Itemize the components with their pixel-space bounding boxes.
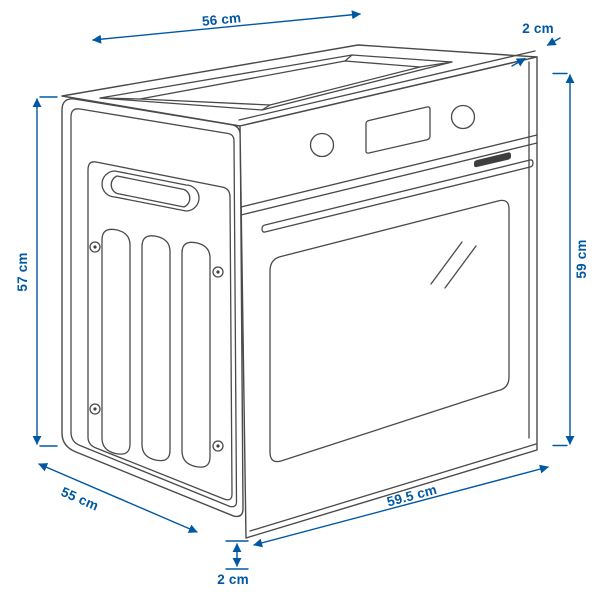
- door-top-rim-line: [238, 50, 536, 121]
- recess-edge: [99, 97, 141, 100]
- dimension-top-width: 56 cm: [92, 10, 361, 44]
- oven-top-face: [61, 44, 538, 127]
- screw-head-dot: [93, 407, 97, 411]
- oven-front-face: [239, 56, 538, 539]
- reflection-line: [444, 245, 477, 289]
- recess-edge: [419, 61, 453, 68]
- dimension-label-top-width: 56 cm: [201, 10, 242, 29]
- dimension-front-height: 59 cm: [552, 72, 589, 447]
- side-rib: [141, 235, 171, 462]
- screw-head: [89, 241, 101, 253]
- reflection-line: [430, 241, 463, 285]
- side-panel-outline: [61, 98, 244, 518]
- dimension-arrow: [253, 464, 549, 548]
- glass-reflection-lines: [430, 241, 477, 289]
- dimension-arrow: [511, 57, 526, 67]
- side-embossed-field: [87, 161, 233, 501]
- side-handle-cutout-inner: [110, 175, 191, 208]
- screw-head: [89, 403, 101, 415]
- display-window: [365, 106, 431, 154]
- door-handle-bar: [261, 159, 534, 233]
- side-panel-inner-contour: [70, 108, 238, 508]
- screw-heads: [89, 241, 224, 452]
- dimension-door-bottom-overhang: 2 cm: [217, 540, 249, 587]
- top-recess-edges: [99, 54, 453, 111]
- screw-head: [212, 266, 224, 278]
- dimension-arrow: [38, 463, 198, 533]
- screw-head-dot: [93, 245, 97, 249]
- side-rib: [101, 228, 131, 455]
- front-outline: [239, 56, 538, 539]
- dimension-body-height: 57 cm: [15, 96, 58, 447]
- control-panel-divider: [240, 134, 538, 208]
- dimension-label-front-height: 59 cm: [574, 239, 589, 278]
- door-top-gap-line: [240, 142, 538, 216]
- dimension-door-top-overhang: 2 cm: [511, 21, 561, 67]
- control-knob-right: [450, 104, 476, 130]
- door-window: [269, 199, 510, 463]
- dimension-label-body-height: 57 cm: [15, 252, 30, 291]
- oven-side-panel: [61, 98, 244, 518]
- screw-head: [212, 440, 224, 452]
- dimension-label-door-top-overhang: 2 cm: [522, 21, 554, 36]
- dimension-label-door-bottom-overhang: 2 cm: [217, 572, 249, 587]
- dimension-arrow: [92, 10, 361, 44]
- side-handle-cutout-outer: [101, 170, 200, 212]
- recess-edge: [261, 104, 271, 111]
- control-knob-left: [309, 132, 335, 158]
- oven-illustration: [61, 44, 538, 539]
- screw-head-dot: [216, 270, 220, 274]
- screw-head-dot: [216, 444, 220, 448]
- door-latch: [474, 152, 511, 168]
- recess-edge: [344, 54, 353, 62]
- dimension-arrow: [546, 37, 561, 46]
